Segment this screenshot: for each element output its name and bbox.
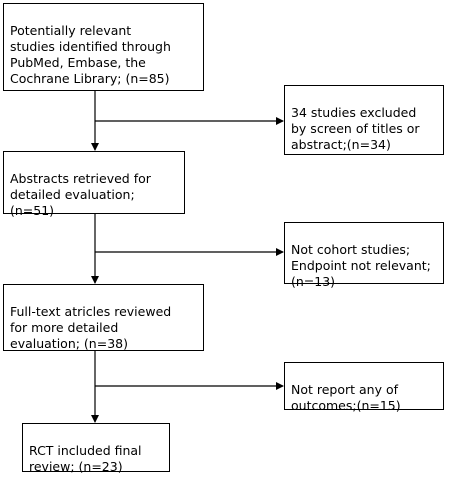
box-included: RCT included final review; (n=23) <box>22 423 170 474</box>
box-abstracts: Abstracts retrieved for detailed evaluat… <box>3 151 185 218</box>
box-identified-text: Potentially relevant studies identified … <box>10 23 171 86</box>
box-excluded-abstracts: Not cohort studies; Endpoint not relevan… <box>284 222 444 289</box>
box-excluded-fulltext: Not report any of outcomes;(n=15) <box>284 362 444 413</box>
box-fulltext: Full-text atricles reviewed for more det… <box>3 284 204 351</box>
connector-layer <box>91 90 284 423</box>
prisma-flow-diagram: Potentially relevant studies identified … <box>3 3 444 474</box>
box-included-text: RCT included final review; (n=23) <box>29 443 142 474</box>
box-fulltext-text: Full-text atricles reviewed for more det… <box>10 304 172 351</box>
box-identified: Potentially relevant studies identified … <box>3 3 204 91</box>
box-excluded-fulltext-text: Not report any of outcomes;(n=15) <box>291 382 401 413</box>
box-abstracts-text: Abstracts retrieved for detailed evaluat… <box>10 171 151 218</box>
box-excluded-abstracts-text: Not cohort studies; Endpoint not relevan… <box>291 242 431 289</box>
box-excluded-screening: 34 studies excluded by screen of titles … <box>284 85 444 155</box>
box-excluded-screening-text: 34 studies excluded by screen of titles … <box>291 105 420 152</box>
